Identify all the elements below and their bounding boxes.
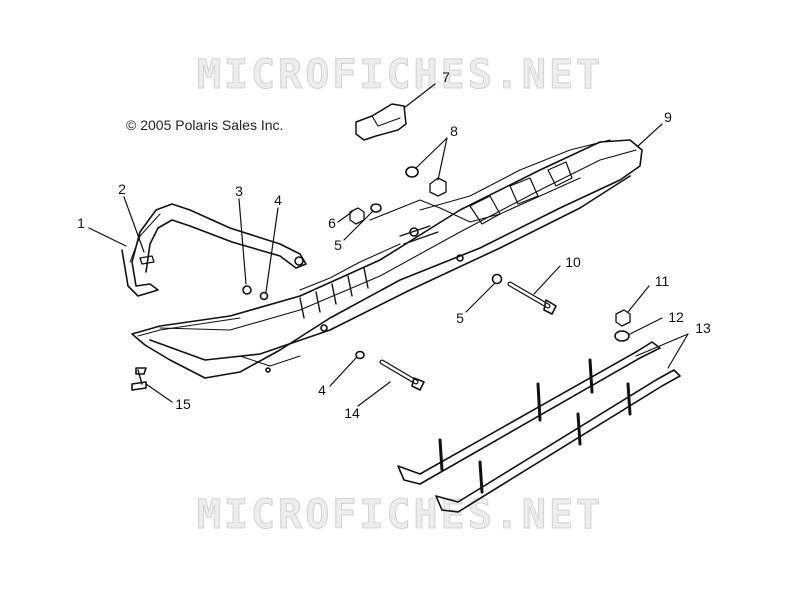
callout-15: 15 bbox=[175, 396, 191, 412]
washer-part-low bbox=[355, 350, 365, 360]
ski-body bbox=[131, 139, 643, 379]
bolt-part-14 bbox=[379, 359, 425, 391]
carbide-runners bbox=[397, 341, 681, 513]
washer-part-top bbox=[370, 203, 382, 213]
bolt-part-10 bbox=[507, 281, 557, 315]
washer-part-mid bbox=[491, 273, 503, 285]
bolt-part-15 bbox=[131, 367, 147, 391]
callout-2: 2 bbox=[118, 181, 126, 197]
callout-8: 8 bbox=[450, 123, 458, 139]
washer-part-12 bbox=[614, 330, 630, 342]
copyright-notice: © 2005 Polaris Sales Inc. bbox=[126, 117, 284, 133]
callout-4-bottom: 4 bbox=[318, 382, 326, 398]
callout-14: 14 bbox=[344, 405, 360, 421]
clip-part bbox=[139, 255, 155, 265]
callout-9: 9 bbox=[664, 109, 672, 125]
washer-part-8 bbox=[405, 166, 419, 178]
washer-part bbox=[259, 291, 269, 301]
leader-lines bbox=[88, 83, 689, 407]
callout-11: 11 bbox=[654, 273, 670, 289]
callout-10: 10 bbox=[565, 254, 581, 270]
watermark-top: MICROFICHES.NET bbox=[196, 52, 604, 99]
nut-part bbox=[242, 285, 252, 295]
callout-1: 1 bbox=[77, 215, 85, 231]
bumper-part bbox=[355, 103, 407, 141]
callout-7: 7 bbox=[442, 69, 450, 85]
callout-4-top: 4 bbox=[274, 192, 282, 208]
ski-loop bbox=[121, 203, 307, 297]
callout-3: 3 bbox=[235, 183, 243, 199]
callout-13: 13 bbox=[695, 320, 711, 336]
callout-5-top: 5 bbox=[334, 237, 342, 253]
watermark-bottom: MICROFICHES.NET bbox=[196, 492, 604, 539]
nut-part-11 bbox=[615, 309, 631, 327]
callout-5-mid: 5 bbox=[456, 310, 464, 326]
nut-part-8 bbox=[429, 177, 447, 197]
callout-12: 12 bbox=[668, 309, 684, 325]
callout-6: 6 bbox=[328, 215, 336, 231]
